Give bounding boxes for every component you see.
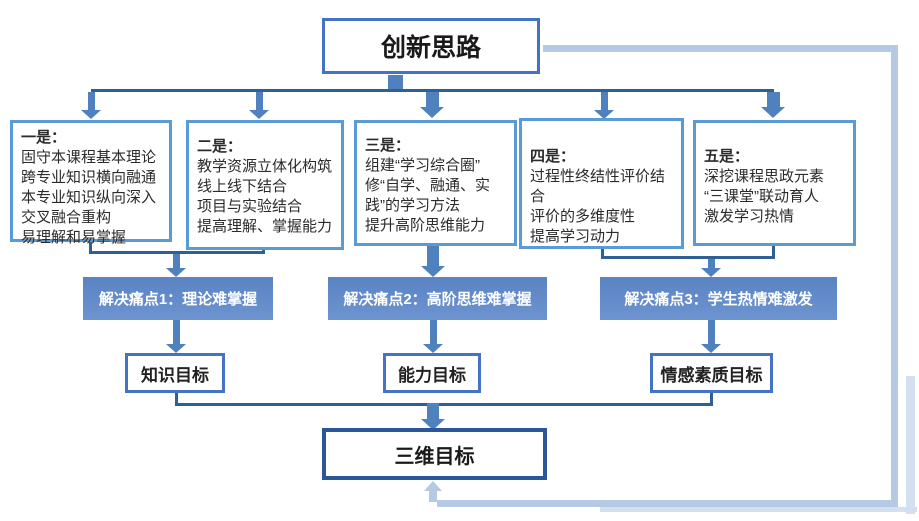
connector-line [89,242,92,253]
arrow-shaft [427,403,439,420]
arrow-shaft [601,92,608,110]
pain-point-1-label: 解决痛点1：理论难掌握 [98,291,258,308]
pain-point-2: 解决痛点2：高阶思维难掌握 [328,277,547,320]
arrow-shaft [427,246,439,267]
feedback-arrow-shaft [429,490,437,502]
feedback-loop-bottom [437,500,898,507]
point-1-line: 本专业知识纵向深入 [21,189,157,206]
point-2-line: 项目与实验结合 [197,198,303,215]
point-1-line: 跨专业知识横向融通 [21,169,157,186]
arrow-head-down [421,419,445,430]
arrow-head-down [249,110,269,119]
arrow-head-down [701,268,721,277]
connector-line [772,246,775,258]
point-4-title: 四是： [530,148,576,165]
arrow-shaft [173,320,180,344]
arrow-shaft [708,320,715,344]
title-box: 创新思路 [322,18,540,74]
goal-emotion-label: 情感素质目标 [660,365,763,385]
faint-line-vertical [906,376,915,514]
point-2-line: 提高理解、掌握能力 [197,218,333,235]
goal-knowledge-label: 知识目标 [141,365,209,385]
arrow-head-down [421,266,445,277]
point-box-3: 三是： 组建“学习综合圈” 修“自学、融通、实 践”的学习方法 提升高阶思维能力 [354,120,517,246]
diagram-title: 创新思路 [380,34,481,62]
point-box-2: 二是： 教学资源立体化构筑 线上线下结合 项目与实验结合 提高理解、掌握能力 [186,120,344,250]
feedback-loop-right [891,45,898,507]
arrow-head-down [761,107,785,118]
point-box-5: 五是： 深挖课程思政元素 “三课堂”联动育人 激发学习热情 [693,120,856,246]
point-1-title: 一是： [21,129,67,146]
point-5-line: 激发学习热情 [704,208,795,225]
pain-point-3-label: 解决痛点3：学生热情难激发 [624,291,813,308]
arrow-shaft [256,92,263,110]
point-3-line: 践”的学习方法 [365,197,460,214]
arrow-head-down [594,110,614,119]
pain-point-3: 解决痛点3：学生热情难激发 [600,277,837,320]
point-4-line: 提高学习动力 [530,228,621,245]
point-2-title: 二是： [197,138,243,155]
connector-line [710,393,713,406]
feedback-loop-top [543,45,895,52]
arrow-shaft [430,320,437,344]
point-3-line: 组建“学习综合圈” [365,157,480,174]
point-1-line: 固守本课程基本理论 [21,149,157,166]
pain-point-2-label: 解决痛点2：高阶思维难掌握 [343,291,532,308]
point-4-line: 过程性终结性评价结合 [530,168,666,205]
connector-distribution-line [91,89,774,92]
arrow-head-down [420,107,444,118]
connector-line [601,256,775,259]
point-3-title: 三是： [365,137,411,154]
goal-ability-label: 能力目标 [398,365,466,385]
connector-line [601,249,604,258]
arrow-head-down [423,344,443,353]
arrow-shaft [708,259,715,268]
goal-box-ability: 能力目标 [383,353,481,393]
goal-box-knowledge: 知识目标 [125,353,225,393]
connector-line [175,393,178,406]
connector-title-stub [388,75,403,91]
point-5-line: “三课堂”联动育人 [704,188,819,205]
arrow-shaft [767,92,780,108]
arrow-head-down [701,344,721,353]
point-1-line: 易理解和易掌握 [21,229,127,246]
point-1-line: 交叉融合重构 [21,209,112,226]
connector-line [89,251,265,254]
point-3-line: 提升高阶思维能力 [365,217,486,234]
arrow-shaft [88,92,95,110]
goal-box-emotion: 情感素质目标 [650,353,773,393]
arrow-head-down [166,344,186,353]
point-5-title: 五是： [704,148,750,165]
arrow-head-down [166,268,186,277]
final-goal-label: 三维目标 [394,445,475,468]
point-3-line: 修“自学、融通、实 [365,177,490,194]
arrow-shaft [173,254,180,268]
final-goal-box: 三维目标 [322,428,547,480]
connector-line [175,403,713,406]
point-2-line: 线上线下结合 [197,178,288,195]
feedback-arrow-head-up [424,481,442,491]
point-5-line: 深挖课程思政元素 [704,168,825,185]
pain-point-1: 解决痛点1：理论难掌握 [83,277,273,320]
faint-line-horizontal [600,507,917,512]
arrow-shaft [426,92,439,108]
point-4-line: 评价的多维度性 [530,208,636,225]
arrow-head-down [81,110,101,119]
point-box-1: 一是： 固守本课程基本理论 跨专业知识横向融通 本专业知识纵向深入 交叉融合重构… [10,120,172,246]
point-2-line: 教学资源立体化构筑 [197,158,333,175]
point-box-4: 四是： 过程性终结性评价结合 评价的多维度性 提高学习动力 [519,118,684,249]
